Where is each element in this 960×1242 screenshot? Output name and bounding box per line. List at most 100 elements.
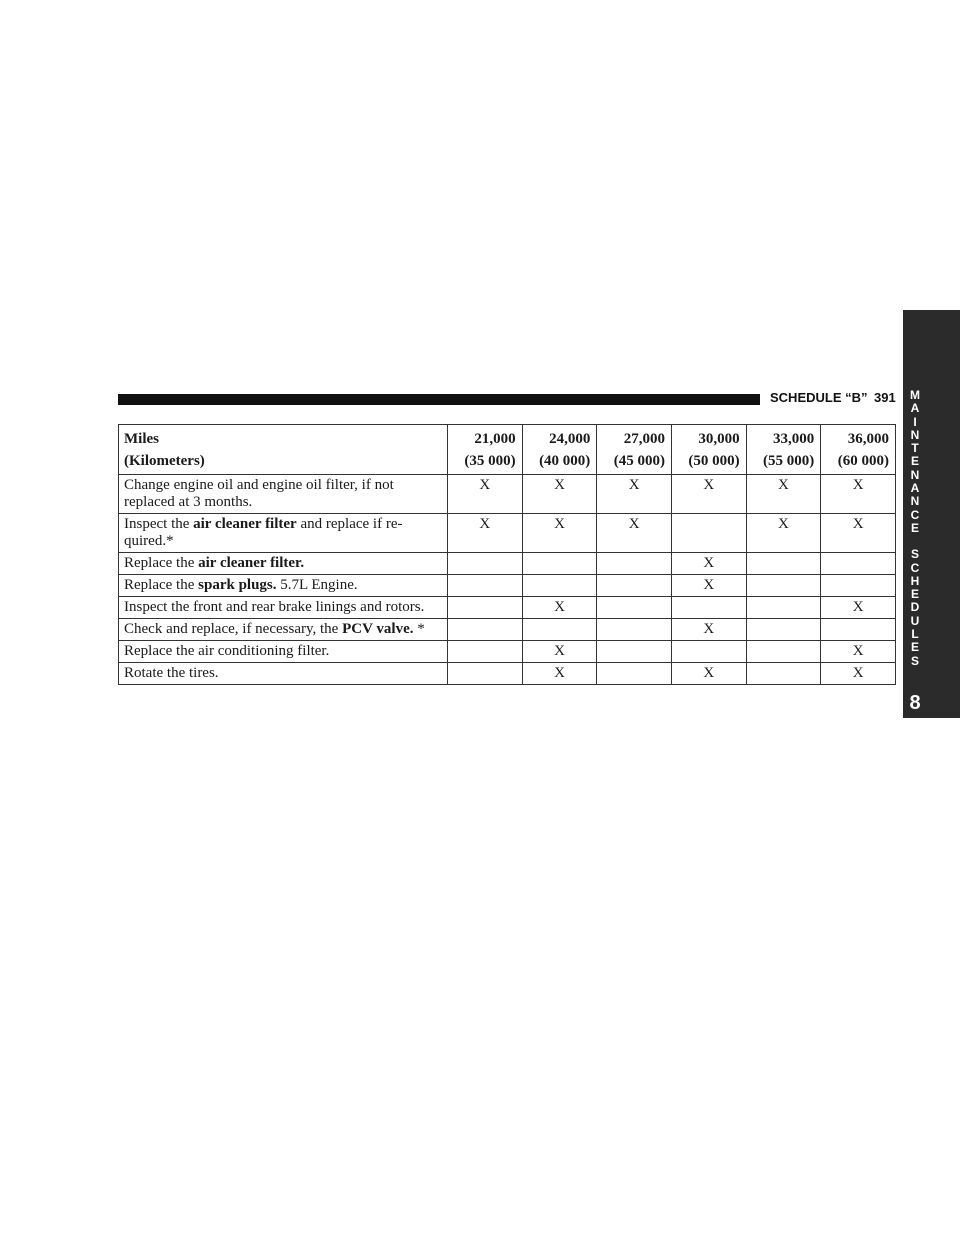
service-mark: [596, 552, 672, 575]
table-row: Replace the spark plugs. 5.7L Engine. X: [118, 574, 896, 597]
miles-label: Miles: [124, 431, 159, 447]
table-header-row: Miles (Kilometers) 21,000 (35 000) 24,000(…: [118, 424, 896, 475]
tab-letter: T: [911, 441, 919, 456]
task-description: Replace the spark plugs. 5.7L Engine.: [118, 574, 448, 597]
task-description: Inspect the air cleaner filter and repla…: [118, 513, 448, 553]
task-description: Inspect the front and rear brake linings…: [118, 596, 448, 619]
service-mark: X: [670, 552, 747, 575]
tab-letter: M: [910, 388, 920, 402]
table-row: Inspect the air cleaner filter and repla…: [118, 513, 896, 553]
service-mark: [670, 640, 747, 663]
section-title: SCHEDULE “B”: [770, 390, 868, 405]
service-mark: X: [820, 474, 896, 514]
interval-miles: 36,000: [847, 431, 889, 447]
service-mark: [447, 552, 523, 575]
service-mark: X: [596, 513, 672, 553]
task-emphasis: PCV valve.: [342, 621, 414, 637]
kilometers-label: (Kilometers): [124, 453, 205, 469]
service-mark: [447, 596, 523, 619]
task-text: Replace the: [124, 555, 199, 571]
interval-miles: 21,000: [474, 431, 516, 447]
tab-letter: A: [910, 401, 920, 416]
interval-miles: 27,000: [623, 431, 665, 447]
task-text: Replace the air conditioning filter.: [124, 643, 330, 659]
service-mark: [745, 596, 822, 619]
tab-letter: H: [910, 573, 920, 588]
service-mark: [745, 552, 822, 575]
service-mark: X: [820, 662, 896, 685]
table-row: Replace the air cleaner filter. X: [118, 552, 896, 575]
interval-miles: 30,000: [698, 431, 740, 447]
service-mark: [596, 618, 672, 641]
interval-header-cell: 24,000(40 000): [521, 424, 598, 475]
tab-letter: L: [911, 627, 919, 642]
table-row: Check and replace, if necessary, the PCV…: [118, 618, 896, 641]
tab-letter: S: [910, 653, 919, 668]
page-number: 391: [874, 390, 896, 405]
service-mark: X: [596, 474, 672, 514]
service-mark: [820, 618, 896, 641]
task-description: Replace the air conditioning filter.: [118, 640, 448, 663]
tab-letter: U: [910, 613, 920, 628]
service-mark: [447, 618, 523, 641]
service-mark: X: [521, 662, 598, 685]
task-text: Replace the: [124, 577, 199, 593]
tab-letter: N: [910, 467, 920, 482]
interval-header-cell: 21,000 (35 000): [447, 424, 523, 475]
task-description: Replace the air cleaner filter.: [118, 552, 448, 575]
service-mark: X: [820, 513, 896, 553]
task-text: Rotate the tires.: [124, 665, 219, 681]
task-text-suffix: and replace if re- quired.*: [124, 516, 403, 549]
service-mark: [447, 640, 523, 663]
tab-letter: E: [910, 520, 919, 535]
service-mark: X: [820, 640, 896, 663]
interval-header-cell: 27,000 (45 000): [596, 424, 672, 475]
interval-kilometers: (50 000): [688, 453, 740, 469]
service-mark: [820, 552, 896, 575]
service-mark: [596, 662, 672, 685]
tab-letter: A: [910, 481, 920, 496]
service-mark: X: [447, 474, 523, 514]
task-emphasis: air cleaner filter: [193, 516, 297, 532]
interval-kilometers: (40 000): [539, 453, 591, 469]
interval-miles: 33,000: [773, 431, 815, 447]
service-mark: [596, 574, 672, 597]
interval-header-cell: 30,000 (50 000): [670, 424, 747, 475]
chapter-side-tab: [903, 310, 960, 718]
task-description: Check and replace, if necessary, the PCV…: [118, 618, 448, 641]
service-mark: [670, 513, 747, 553]
service-mark: X: [521, 474, 598, 514]
task-text: Inspect the front and rear brake linings…: [124, 599, 425, 615]
interval-kilometers: (60 000): [837, 453, 889, 469]
service-mark: [447, 662, 523, 685]
service-mark: X: [670, 474, 747, 514]
tab-letter: N: [910, 494, 920, 509]
service-mark: [745, 640, 822, 663]
tab-letter: S: [910, 547, 919, 562]
tab-letter: D: [910, 600, 920, 615]
service-mark: X: [670, 662, 747, 685]
table-row: Change engine oil and engine oil filter,…: [118, 474, 896, 514]
service-mark: X: [521, 513, 598, 553]
chapter-number: 8: [909, 692, 921, 714]
service-mark: X: [670, 574, 747, 597]
task-text-suffix: 5.7L Engine.: [276, 577, 358, 593]
header-rule: [118, 394, 760, 405]
interval-kilometers: (35 000): [464, 453, 516, 469]
interval-kilometers: (45 000): [613, 453, 665, 469]
table-row: Rotate the tires. X X X: [118, 662, 896, 685]
service-mark: X: [521, 640, 598, 663]
interval-kilometers: (55 000): [763, 453, 815, 469]
table-row: Inspect the front and rear brake linings…: [118, 596, 896, 619]
service-mark: [745, 574, 822, 597]
task-description: Change engine oil and engine oil filter,…: [118, 474, 448, 514]
tab-letter: E: [910, 587, 919, 602]
service-mark: [521, 552, 598, 575]
service-mark: X: [745, 474, 822, 514]
service-mark: [447, 574, 523, 597]
task-text: Inspect the: [124, 516, 194, 532]
service-mark: [745, 662, 822, 685]
task-description: Rotate the tires.: [118, 662, 448, 685]
interval-header-cell: 36,000 (60 000): [820, 424, 896, 475]
